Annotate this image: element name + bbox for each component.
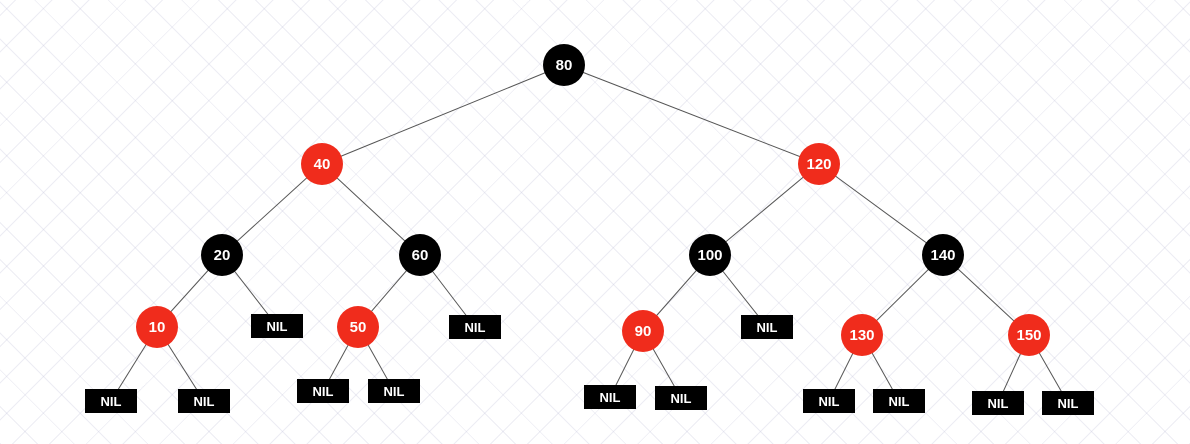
nil-leaf: NIL: [368, 379, 420, 403]
tree-node-50-red: 50: [337, 306, 379, 348]
nil-leaf: NIL: [449, 315, 501, 339]
edge-n120-n100: [709, 163, 820, 256]
nil-leaf: NIL: [655, 386, 707, 410]
tree-node-10-red: 10: [136, 306, 178, 348]
tree-node-120-red: 120: [798, 143, 840, 185]
tree-node-80-black: 80: [543, 44, 585, 86]
tree-node-90-red: 90: [622, 310, 664, 352]
edge-n80-n40: [321, 64, 565, 165]
tree-node-100-black: 100: [689, 234, 731, 276]
nil-leaf: NIL: [803, 389, 855, 413]
tree-node-150-red: 150: [1008, 314, 1050, 356]
nil-leaf: NIL: [1042, 391, 1094, 415]
tree-node-60-black: 60: [399, 234, 441, 276]
nil-leaf: NIL: [251, 314, 303, 338]
tree-node-40-red: 40: [301, 143, 343, 185]
tree-node-130-red: 130: [841, 314, 883, 356]
nil-leaf: NIL: [85, 389, 137, 413]
edge-n40-n20: [221, 163, 323, 256]
tree-node-20-black: 20: [201, 234, 243, 276]
tree-node-140-black: 140: [922, 234, 964, 276]
edge-n80-n120: [563, 64, 820, 165]
nil-leaf: NIL: [873, 389, 925, 413]
nil-leaf: NIL: [741, 315, 793, 339]
nil-leaf: NIL: [178, 389, 230, 413]
nil-leaf: NIL: [584, 385, 636, 409]
edge-n120-n140: [818, 163, 944, 256]
nil-leaf: NIL: [297, 379, 349, 403]
nil-leaf: NIL: [972, 391, 1024, 415]
